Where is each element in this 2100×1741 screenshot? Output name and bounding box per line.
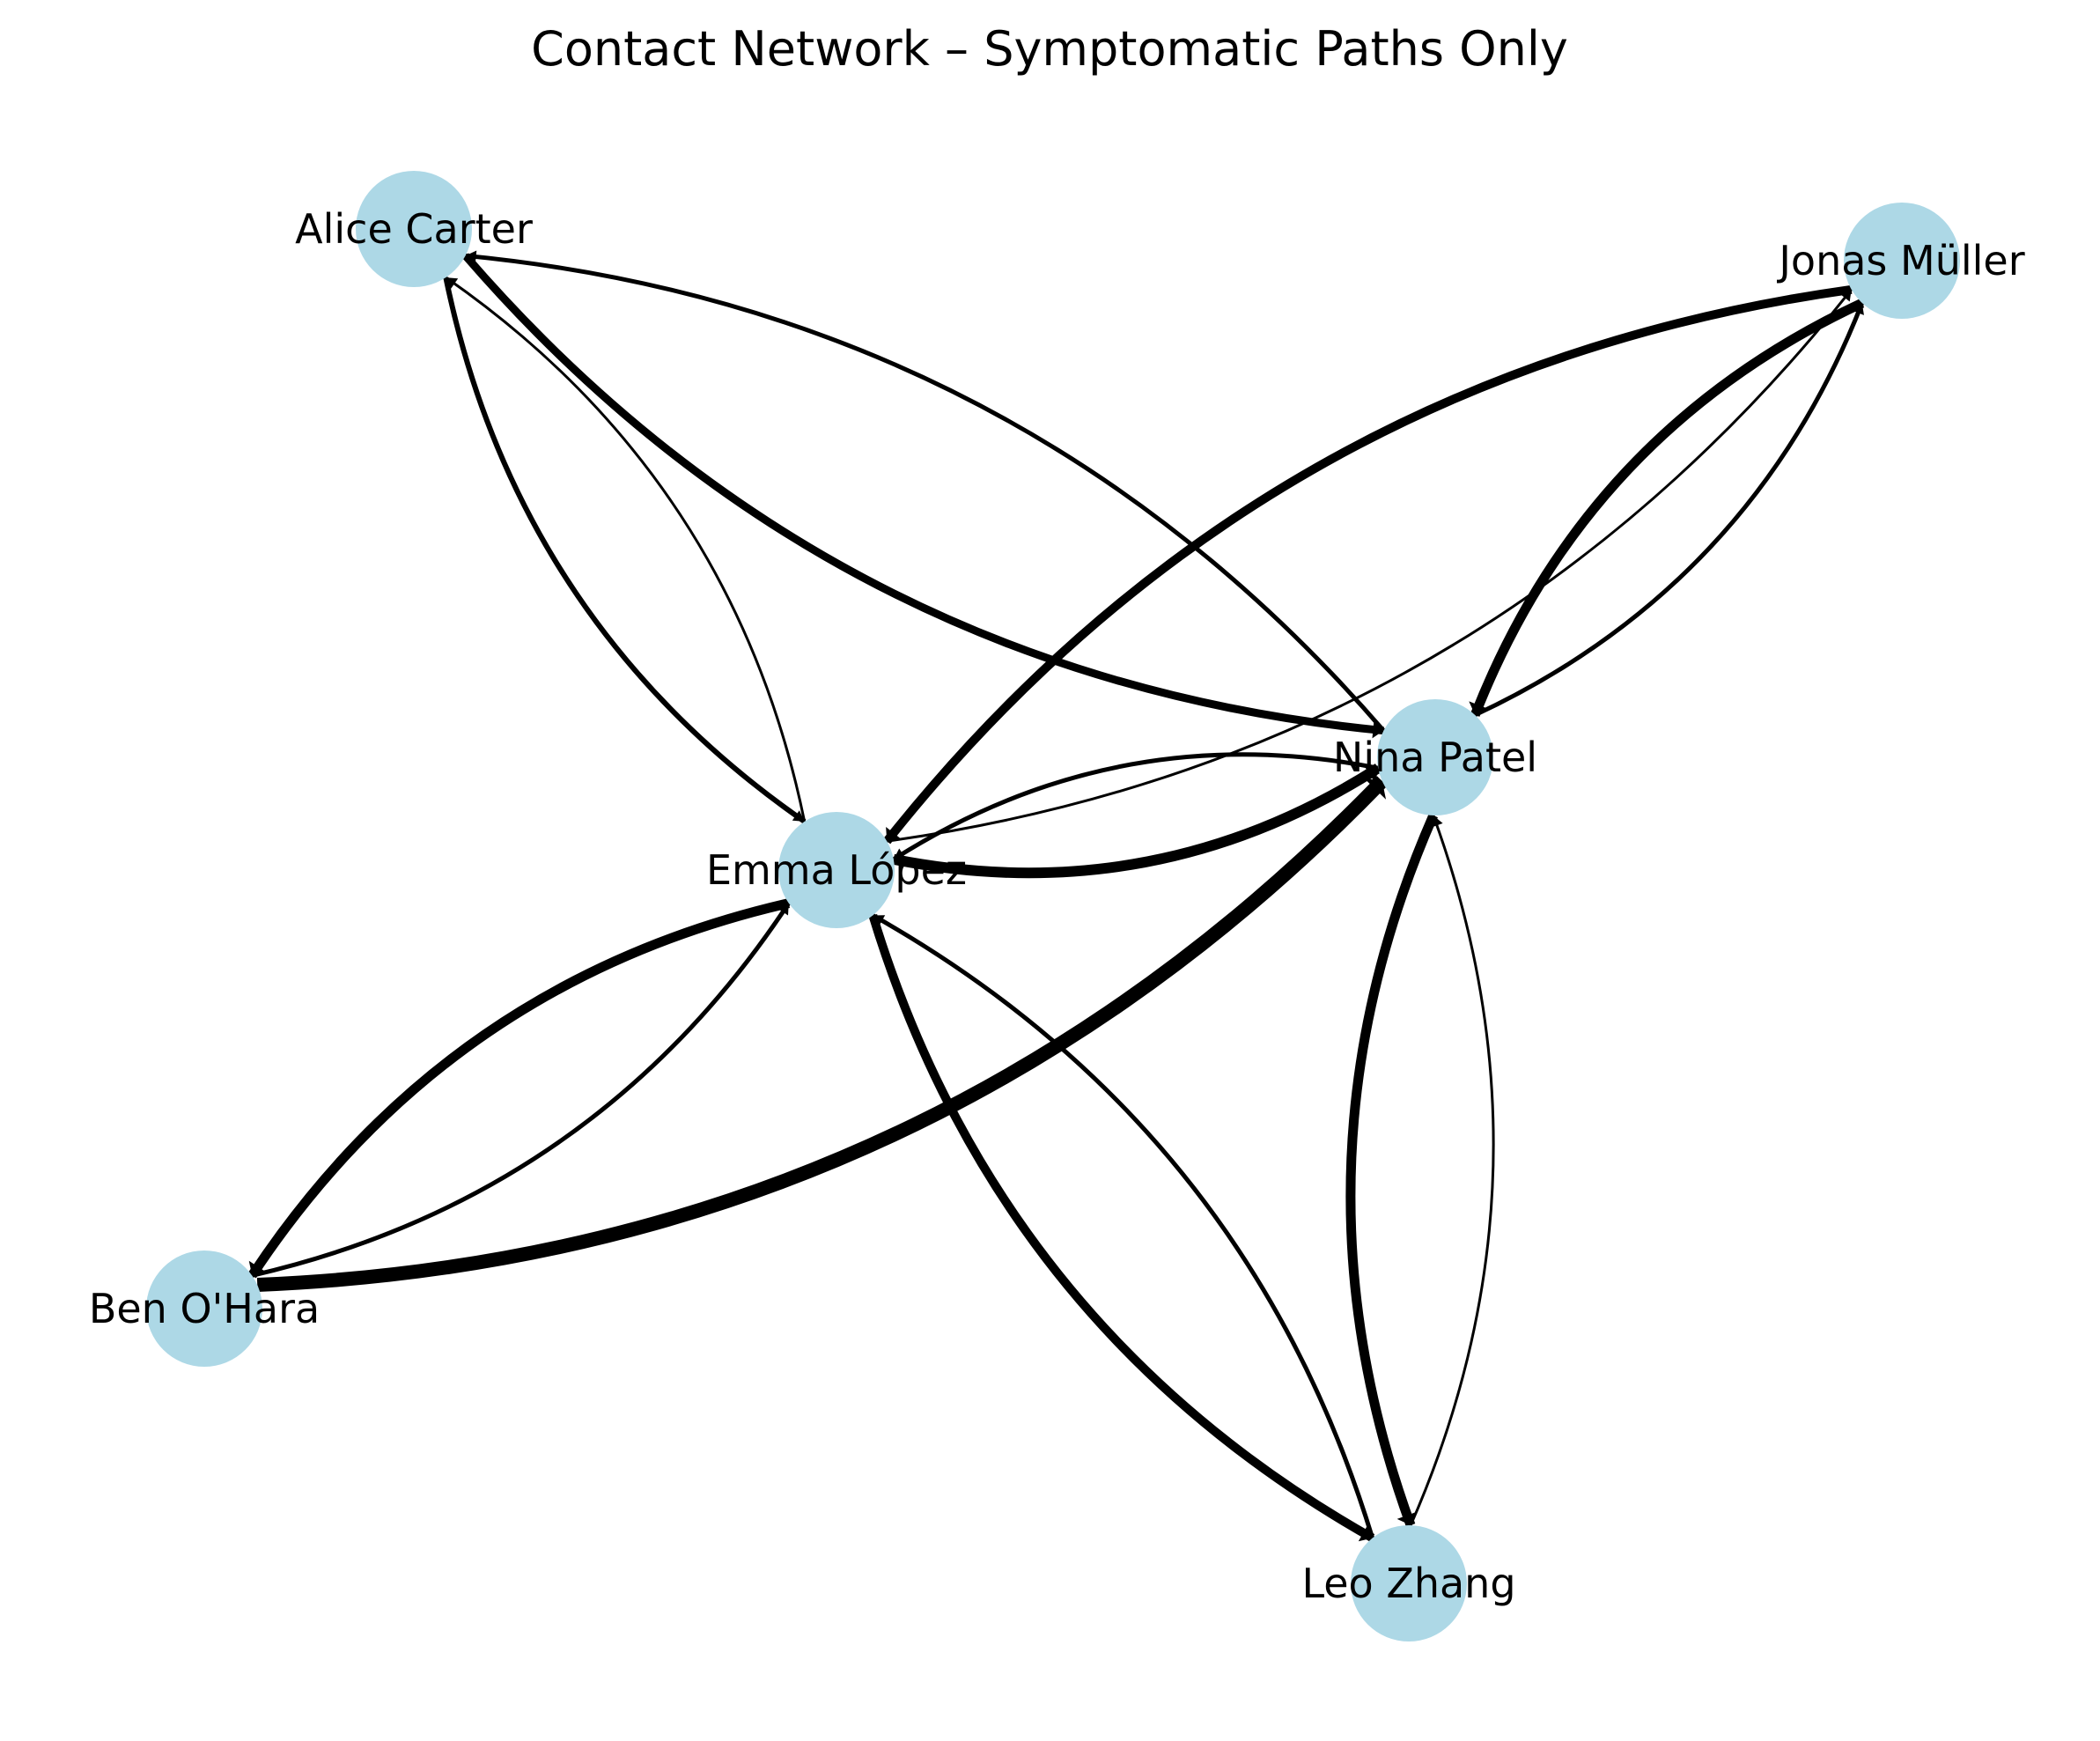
chart-title: Contact Network – Symptomatic Paths Only — [531, 21, 1568, 77]
edge-leo-to-nina — [1409, 815, 1495, 1526]
node-label-emma: Emma López — [706, 846, 967, 894]
arrowhead-nina-to-alice — [465, 250, 477, 263]
node-alice — [356, 171, 472, 287]
edge-jonas-to-emma — [883, 284, 1853, 845]
arrowhead-ben-to-emma — [777, 903, 789, 916]
edge-jonas-to-nina — [1470, 299, 1865, 717]
edge-nina-to-jonas — [1474, 302, 1865, 718]
node-leo — [1351, 1525, 1467, 1641]
edge-emma-to-alice — [445, 276, 807, 823]
node-label-leo: Leo Zhang — [1301, 1560, 1515, 1607]
node-label-nina: Nina Patel — [1333, 734, 1537, 781]
edge-emma-to-nina — [892, 764, 1382, 879]
edge-alice-to-nina — [462, 253, 1384, 735]
edge-emma-to-jonas — [887, 288, 1853, 843]
node-ben — [146, 1250, 262, 1367]
node-label-ben: Ben O'Hara — [89, 1285, 320, 1332]
arrowhead-ben-to-nina — [1363, 778, 1387, 800]
edge-nina-to-leo — [1345, 813, 1438, 1527]
edge-ben-to-nina — [256, 776, 1388, 1293]
arrowhead-alice-to-nina — [1372, 720, 1384, 739]
node-jonas — [1844, 203, 1960, 319]
edge-nina-to-emma — [892, 752, 1379, 861]
edges-layer — [247, 250, 1865, 1542]
edge-alice-to-emma — [443, 277, 807, 824]
edge-ben-to-emma — [251, 902, 791, 1278]
edge-nina-to-alice — [465, 253, 1386, 733]
arrowhead-emma-to-alice — [446, 277, 459, 289]
arrowhead-emma-to-jonas — [1839, 289, 1852, 302]
node-nina — [1377, 699, 1493, 815]
arrowhead-nina-to-emma — [893, 848, 906, 859]
node-emma — [778, 812, 895, 928]
node-label-jonas: Jonas Müller — [1776, 237, 2024, 284]
arrowhead-jonas-to-emma — [886, 826, 902, 842]
node-label-alice: Alice Carter — [295, 205, 533, 253]
edge-emma-to-leo — [868, 914, 1375, 1542]
arrowhead-leo-to-emma — [873, 915, 886, 926]
arrowhead-alice-to-emma — [792, 810, 805, 822]
arrowhead-jonas-to-nina — [1469, 701, 1489, 715]
arrowhead-nina-to-jonas — [1852, 303, 1864, 315]
edge-emma-to-ben — [247, 898, 791, 1279]
arrowhead-leo-to-nina — [1431, 815, 1443, 828]
edge-leo-to-emma — [872, 913, 1375, 1539]
nodes-layer — [146, 171, 1960, 1641]
